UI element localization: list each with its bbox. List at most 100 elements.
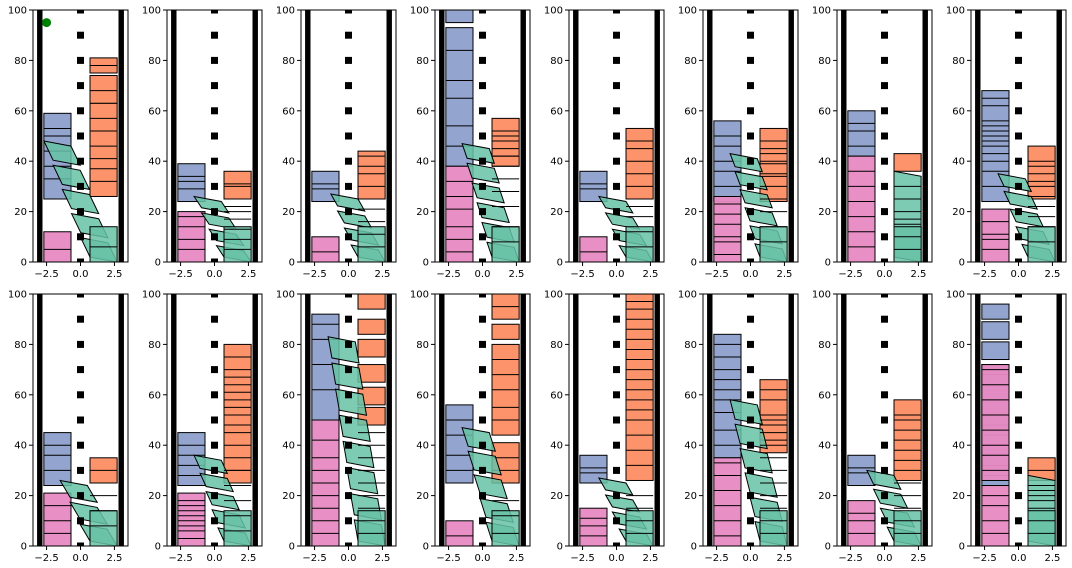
center-marker-11 — [1015, 294, 1022, 298]
center-marker-1 — [345, 258, 352, 262]
green-block — [491, 510, 520, 546]
center-marker-2 — [211, 233, 218, 241]
center-marker-10 — [1015, 315, 1022, 323]
orange-block-1 — [625, 294, 654, 481]
x-tick-label: 2.5 — [240, 269, 256, 280]
center-marker-5 — [747, 157, 754, 165]
x-tick-label: 2.5 — [910, 269, 926, 280]
y-tick-label: 100 — [946, 6, 965, 17]
right-wall — [386, 10, 392, 262]
center-marker-8 — [345, 366, 352, 374]
x-tick-label: 2.5 — [1044, 553, 1060, 564]
right-wall — [788, 294, 794, 546]
left-wall — [707, 294, 713, 546]
x-tick-label: 2.5 — [106, 269, 122, 280]
center-marker-11 — [345, 294, 352, 298]
green-segment-1 — [597, 195, 634, 214]
center-marker-1 — [479, 542, 486, 546]
left-wall — [975, 10, 981, 262]
right-wall — [386, 294, 392, 546]
center-marker-9 — [211, 340, 218, 348]
plot-area — [573, 294, 660, 546]
y-tick-label: 40 — [818, 157, 831, 168]
y-tick-label: 100 — [812, 290, 831, 301]
center-marker-8 — [747, 82, 754, 90]
center-marker-2 — [1015, 233, 1022, 241]
center-marker-1 — [211, 258, 218, 262]
center-marker-4 — [881, 466, 888, 474]
center-marker-4 — [479, 466, 486, 474]
y-tick-label: 40 — [282, 157, 295, 168]
center-marker-7 — [881, 107, 888, 115]
x-tick-label: 2.5 — [508, 553, 524, 564]
blue-block-1 — [847, 110, 876, 157]
y-tick-label: 0 — [691, 542, 697, 553]
green-segment-1 — [461, 142, 496, 164]
left-wall — [573, 10, 579, 262]
green-dot — [42, 18, 52, 28]
right-wall — [252, 10, 258, 262]
center-marker-6 — [1015, 416, 1022, 424]
x-tick-label: 0.0 — [341, 553, 357, 564]
green-block — [625, 510, 654, 546]
pink-block-1 — [445, 520, 474, 546]
center-marker-11 — [1015, 10, 1022, 14]
x-tick-label: 0.0 — [877, 269, 893, 280]
orange-block-1 — [223, 343, 252, 484]
center-marker-6 — [1015, 132, 1022, 140]
center-marker-2 — [211, 517, 218, 525]
center-marker-6 — [747, 416, 754, 424]
plot-area — [707, 10, 794, 262]
center-marker-1 — [747, 542, 754, 546]
y-tick-label: 0 — [21, 258, 27, 269]
y-tick-label: 20 — [282, 207, 295, 218]
blue-block-1 — [847, 454, 876, 487]
y-tick-label: 80 — [952, 340, 965, 351]
center-marker-10 — [881, 315, 888, 323]
y-tick-label: 60 — [416, 390, 429, 401]
pink-block-1 — [43, 492, 72, 546]
y-tick-label: 60 — [282, 390, 295, 401]
center-marker-10 — [613, 315, 620, 323]
center-marker-1 — [77, 258, 84, 262]
center-marker-5 — [345, 157, 352, 165]
blue-block-2 — [981, 341, 1010, 361]
y-tick-label: 0 — [423, 258, 429, 269]
y-tick-label: 20 — [550, 207, 563, 218]
green-segment-2 — [199, 472, 235, 493]
x-tick-label: −2.5 — [972, 269, 996, 280]
orange-block-1 — [491, 117, 520, 167]
y-tick-label: 100 — [410, 6, 429, 17]
x-tick-label: 0.0 — [475, 269, 491, 280]
center-marker-3 — [613, 208, 620, 216]
center-marker-6 — [479, 416, 486, 424]
center-marker-5 — [345, 441, 352, 449]
pink-block-1 — [177, 211, 206, 262]
center-marker-8 — [479, 366, 486, 374]
orange-block-1 — [357, 150, 386, 200]
x-tick-label: 0.0 — [1011, 269, 1027, 280]
y-tick-label: 40 — [952, 441, 965, 452]
y-tick-label: 40 — [416, 441, 429, 452]
center-marker-2 — [613, 233, 620, 241]
center-marker-9 — [345, 56, 352, 64]
blue-block-3 — [981, 321, 1010, 340]
center-marker-9 — [747, 340, 754, 348]
x-tick-label: 0.0 — [73, 269, 89, 280]
plot-area — [439, 294, 526, 546]
pink-block-1 — [445, 165, 474, 262]
center-marker-1 — [345, 542, 352, 546]
y-tick-label: 100 — [812, 6, 831, 17]
green-segment-2 — [1003, 190, 1039, 210]
x-tick-label: 2.5 — [374, 269, 390, 280]
center-marker-10 — [881, 31, 888, 39]
center-marker-7 — [613, 107, 620, 115]
right-wall — [654, 294, 660, 546]
center-marker-2 — [747, 233, 754, 241]
center-marker-3 — [747, 492, 754, 500]
y-tick-label: 100 — [142, 290, 161, 301]
plot-area — [305, 10, 392, 262]
y-tick-label: 40 — [818, 441, 831, 452]
